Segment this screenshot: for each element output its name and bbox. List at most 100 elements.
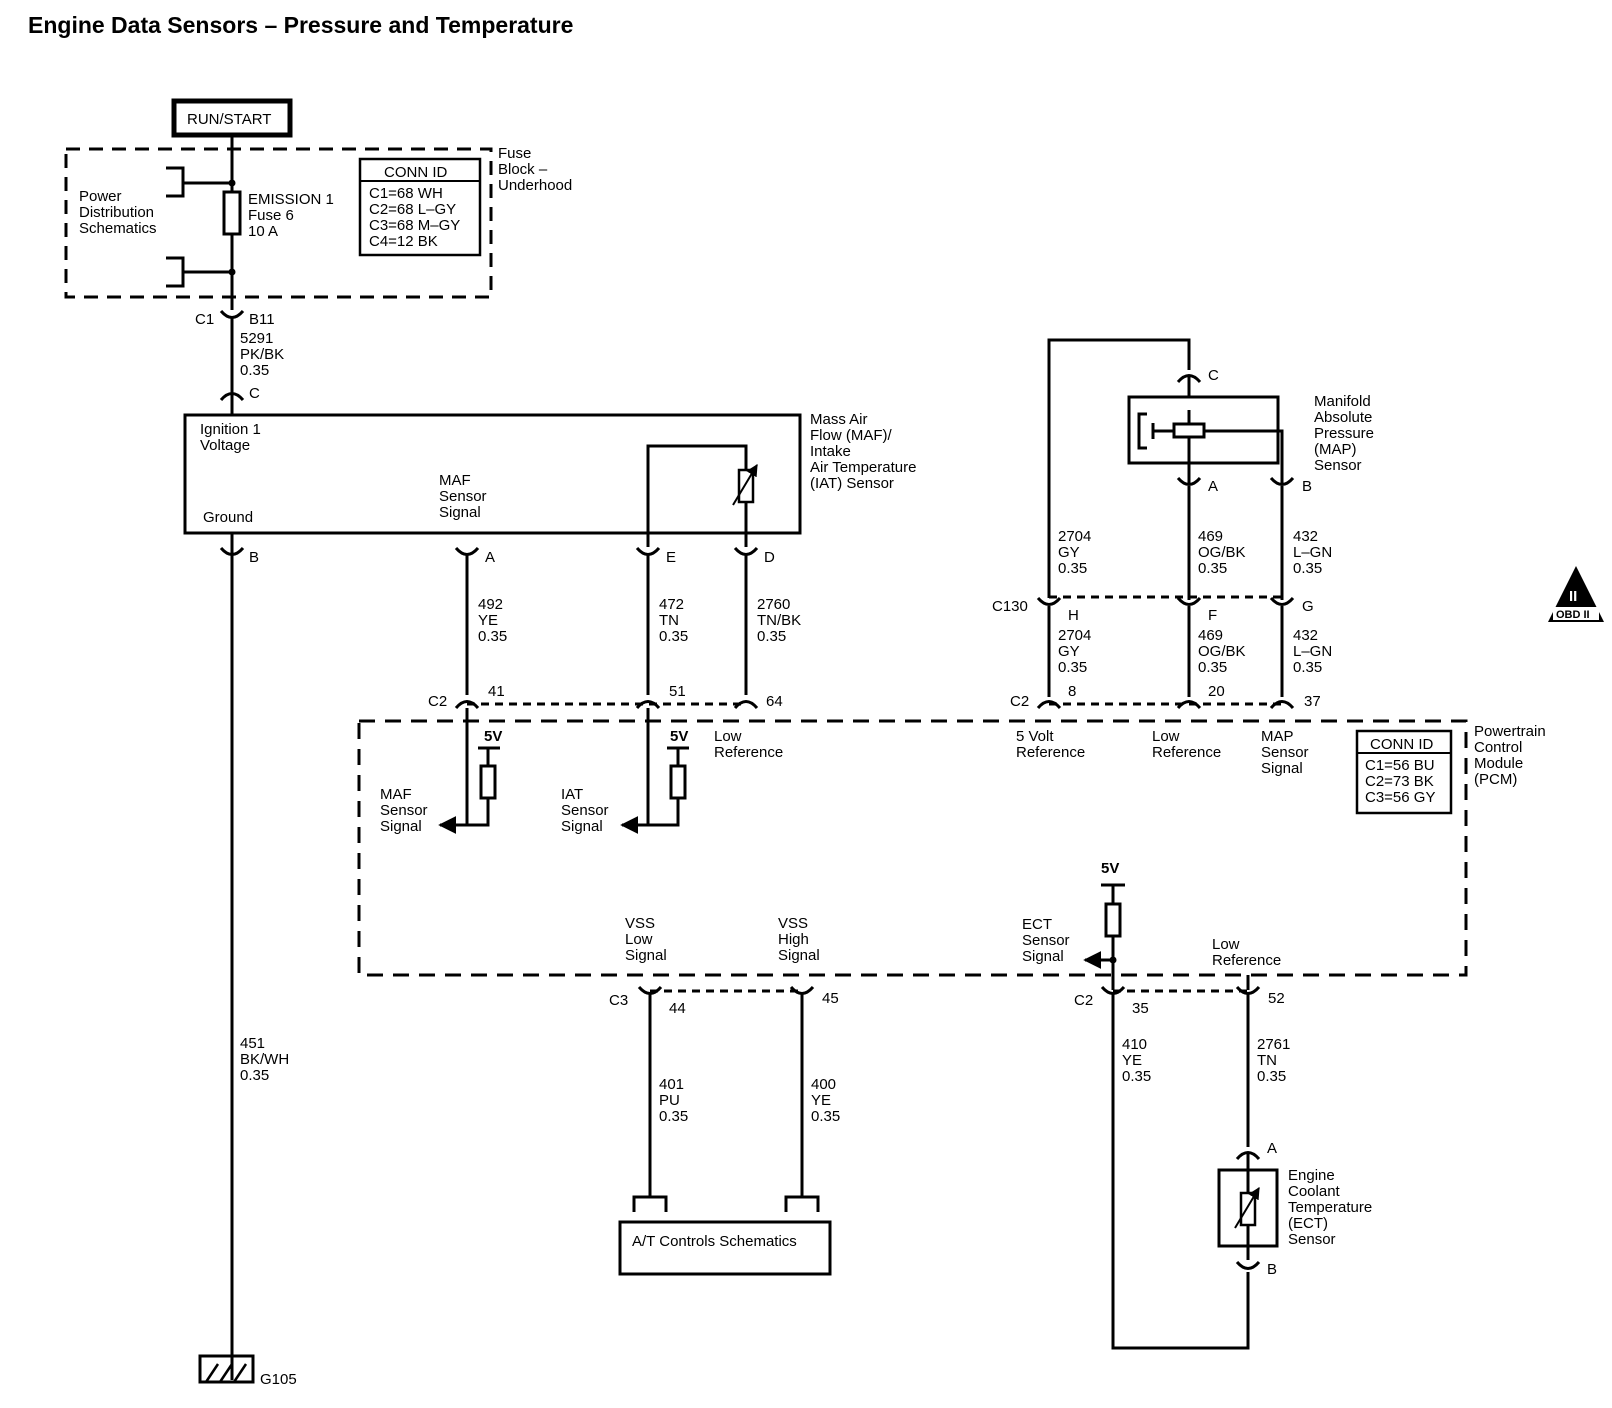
svg-text:C1=56 BU: C1=56 BU: [1365, 757, 1435, 774]
svg-text:Signal: Signal: [380, 818, 422, 835]
svg-text:YE: YE: [1122, 1052, 1142, 1069]
at-controls-schematics-label: A/T Controls Schematics: [632, 1233, 797, 1250]
svg-text:Reference: Reference: [1152, 744, 1221, 761]
svg-text:52: 52: [1268, 990, 1285, 1007]
svg-text:TN: TN: [659, 612, 679, 629]
svg-text:C2: C2: [428, 693, 447, 710]
ect-sensor-pins: A B: [1235, 1140, 1277, 1278]
svg-text:High: High: [778, 931, 809, 948]
svg-text:Absolute: Absolute: [1314, 409, 1372, 426]
iat-5v-label: 5V: [670, 728, 688, 745]
ect-pullup-resistor: [1104, 902, 1122, 938]
svg-text:64: 64: [766, 693, 783, 710]
svg-text:VSS: VSS: [625, 915, 655, 932]
svg-text:Sensor: Sensor: [380, 802, 428, 819]
svg-text:C130: C130: [992, 598, 1028, 615]
svg-text:469: 469: [1198, 528, 1223, 545]
svg-text:Coolant: Coolant: [1288, 1183, 1341, 1200]
svg-text:2704: 2704: [1058, 627, 1091, 644]
pcm-maf-signal-label: MAF Sensor Signal: [380, 786, 428, 835]
fuse-block-label: Fuse Block – Underhood: [498, 145, 572, 194]
svg-text:410: 410: [1122, 1036, 1147, 1053]
svg-text:VSS: VSS: [778, 915, 808, 932]
svg-text:C2: C2: [1074, 992, 1093, 1009]
svg-text:0.35: 0.35: [659, 1108, 688, 1125]
svg-text:(PCM): (PCM): [1474, 771, 1517, 788]
svg-text:37: 37: [1304, 693, 1321, 710]
svg-text:MAF: MAF: [439, 472, 471, 489]
svg-text:0.35: 0.35: [1058, 659, 1087, 676]
ground-id-label: G105: [260, 1371, 297, 1388]
svg-text:C2=73 BK: C2=73 BK: [1365, 773, 1434, 790]
pcm-c2-left-pins: C2 41 51 64: [428, 683, 783, 710]
maf-pullup-resistor: [479, 764, 497, 800]
svg-text:B: B: [1302, 478, 1312, 495]
svg-text:C4=12 BK: C4=12 BK: [369, 233, 438, 250]
svg-text:II: II: [1569, 588, 1577, 605]
pcm-c3-pins: C3 44 45: [609, 985, 839, 1017]
svg-text:5 Volt: 5 Volt: [1016, 728, 1054, 745]
svg-text:0.35: 0.35: [240, 1067, 269, 1084]
c130-connector: C130 H F G: [992, 596, 1314, 624]
svg-text:Low: Low: [625, 931, 653, 948]
vss-low-signal-label: VSS Low Signal: [625, 915, 667, 964]
svg-text:(ECT): (ECT): [1288, 1215, 1328, 1232]
svg-text:Control: Control: [1474, 739, 1522, 756]
wire-451-label: 451 BK/WH 0.35: [240, 1035, 289, 1084]
pcm-c2-ect-pins: C2 35 52: [1074, 985, 1285, 1017]
svg-text:G: G: [1302, 598, 1314, 615]
svg-text:Module: Module: [1474, 755, 1523, 772]
svg-text:Ignition 1: Ignition 1: [200, 421, 261, 438]
svg-text:41: 41: [488, 683, 505, 700]
svg-text:Reference: Reference: [1212, 952, 1281, 969]
vss-wire-labels: 401 PU 0.35 400 YE 0.35: [659, 1076, 840, 1125]
power-distribution-label: Power Distribution Schematics: [79, 188, 157, 237]
svg-text:Low: Low: [1212, 936, 1240, 953]
svg-text:A: A: [1208, 478, 1218, 495]
svg-text:L–GN: L–GN: [1293, 643, 1332, 660]
svg-text:0.35: 0.35: [659, 628, 688, 645]
svg-text:C3=56 GY: C3=56 GY: [1365, 789, 1435, 806]
svg-text:Sensor: Sensor: [1022, 932, 1070, 949]
fuse-block-outline: [64, 147, 493, 299]
svg-text:TN: TN: [1257, 1052, 1277, 1069]
svg-text:Intake: Intake: [810, 443, 851, 460]
svg-text:BK/WH: BK/WH: [240, 1051, 289, 1068]
fuse-symbol: [222, 190, 242, 236]
map-wires-top-labels: 2704 GY 0.35 469 OG/BK 0.35 432 L–GN 0.3…: [1058, 528, 1332, 577]
svg-text:B: B: [249, 549, 259, 566]
at-controls-schematics-box: [618, 1220, 832, 1276]
svg-text:C3=68 M–GY: C3=68 M–GY: [369, 217, 460, 234]
svg-text:EMISSION 1: EMISSION 1: [248, 191, 334, 208]
pcm-conn-id-box: [1355, 729, 1453, 815]
svg-text:Underhood: Underhood: [498, 177, 572, 194]
svg-text:MAF: MAF: [380, 786, 412, 803]
maf-5v-label: 5V: [484, 728, 502, 745]
svg-text:PK/BK: PK/BK: [240, 346, 284, 363]
ground-symbol: [198, 1354, 255, 1384]
svg-text:Sensor: Sensor: [439, 488, 487, 505]
svg-text:0.35: 0.35: [1293, 560, 1322, 577]
svg-text:C1=68 WH: C1=68 WH: [369, 185, 443, 202]
svg-text:GY: GY: [1058, 544, 1080, 561]
svg-text:5291: 5291: [240, 330, 273, 347]
svg-text:(IAT) Sensor: (IAT) Sensor: [810, 475, 894, 492]
svg-text:C2: C2: [1010, 693, 1029, 710]
svg-text:Signal: Signal: [625, 947, 667, 964]
svg-text:Mass Air: Mass Air: [810, 411, 868, 428]
pcm-conn-id-list: C1=56 BU C2=73 BK C3=56 GY: [1365, 757, 1435, 806]
svg-text:OBD II: OBD II: [1556, 609, 1590, 621]
fuse-conn-id-box: [358, 157, 482, 257]
svg-text:0.35: 0.35: [757, 628, 786, 645]
svg-text:51: 51: [669, 683, 686, 700]
pcm-name: Powertrain Control Module (PCM): [1474, 723, 1546, 788]
svg-text:MAP: MAP: [1261, 728, 1294, 745]
map-wires-bottom-labels: 2704 GY 0.35 469 OG/BK 0.35 432 L–GN 0.3…: [1058, 627, 1332, 676]
svg-text:Sensor: Sensor: [1288, 1231, 1336, 1248]
svg-text:PU: PU: [659, 1092, 680, 1109]
svg-text:Signal: Signal: [1261, 760, 1303, 777]
maf-iat-sensor-name: Mass Air Flow (MAF)/ Intake Air Temperat…: [810, 411, 916, 492]
svg-text:35: 35: [1132, 1000, 1149, 1017]
pcm-conn-id-title: CONN ID: [1370, 736, 1434, 753]
svg-text:GY: GY: [1058, 643, 1080, 660]
